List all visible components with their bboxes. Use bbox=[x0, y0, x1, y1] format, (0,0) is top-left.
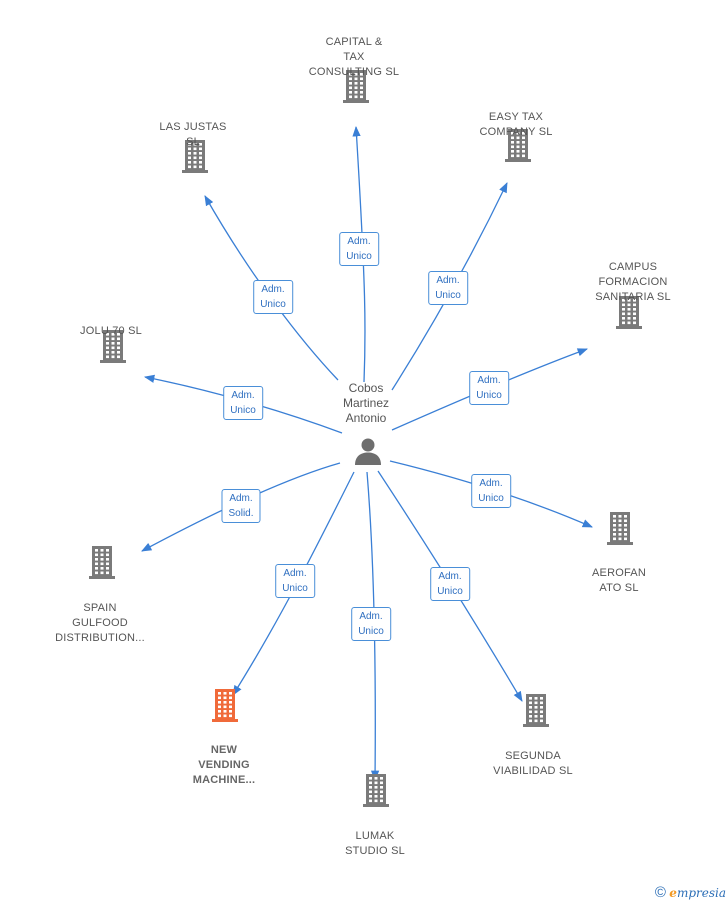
relation-badge-segunda[interactable]: Adm. Unico bbox=[430, 567, 470, 601]
company-name[interactable]: CAMPUS FORMACION SANITARIA SL bbox=[595, 261, 671, 303]
building-icon[interactable] bbox=[210, 687, 240, 728]
building-icon[interactable] bbox=[341, 68, 371, 109]
relation-badge-capital[interactable]: Adm. Unico bbox=[339, 232, 379, 266]
company-name[interactable]: JOLU 70 SL bbox=[80, 325, 142, 337]
company-name[interactable]: AEROFAN ATO SL bbox=[592, 567, 646, 594]
building-icon[interactable] bbox=[98, 328, 128, 369]
relation-badge-easytax[interactable]: Adm. Unico bbox=[428, 271, 468, 305]
person-icon bbox=[355, 438, 381, 465]
company-name[interactable]: LUMAK STUDIO SL bbox=[345, 830, 405, 857]
building-icon[interactable] bbox=[521, 692, 551, 733]
company-name[interactable]: LAS JUSTAS SL bbox=[159, 121, 227, 148]
company-name[interactable]: CAPITAL & TAX CONSULTING SL bbox=[308, 36, 400, 78]
company-name[interactable]: SEGUNDA VIABILIDAD SL bbox=[493, 750, 573, 777]
building-icon[interactable] bbox=[503, 127, 533, 168]
relation-badge-lasjustas[interactable]: Adm. Unico bbox=[253, 280, 293, 314]
brand-logo[interactable]: empresia bbox=[669, 886, 726, 900]
relation-badge-lumak[interactable]: Adm. Unico bbox=[351, 607, 391, 641]
building-icon[interactable] bbox=[605, 510, 635, 551]
relation-badge-newvending[interactable]: Adm. Unico bbox=[275, 564, 315, 598]
copyright-icon: © bbox=[654, 884, 666, 901]
building-icon[interactable] bbox=[361, 772, 391, 813]
company-name[interactable]: SPAIN GULFOOD DISTRIBUTION... bbox=[55, 602, 145, 644]
building-icon[interactable] bbox=[614, 294, 644, 335]
relation-badge-aerofanato[interactable]: Adm. Unico bbox=[471, 474, 511, 508]
center-person-name: Cobos Martinez Antonio bbox=[342, 381, 390, 425]
building-icon[interactable] bbox=[87, 544, 117, 585]
relation-badge-jolu[interactable]: Adm. Unico bbox=[223, 386, 263, 420]
relation-badge-spain[interactable]: Adm. Solid. bbox=[221, 489, 261, 523]
company-name[interactable]: NEW VENDING MACHINE... bbox=[192, 744, 256, 786]
footer-brand: © empresia bbox=[655, 884, 726, 901]
edge-capital bbox=[352, 125, 366, 383]
building-icon[interactable] bbox=[180, 138, 210, 179]
company-name[interactable]: EASY TAX COMPANY SL bbox=[479, 111, 553, 138]
relation-badge-campus[interactable]: Adm. Unico bbox=[469, 371, 509, 405]
